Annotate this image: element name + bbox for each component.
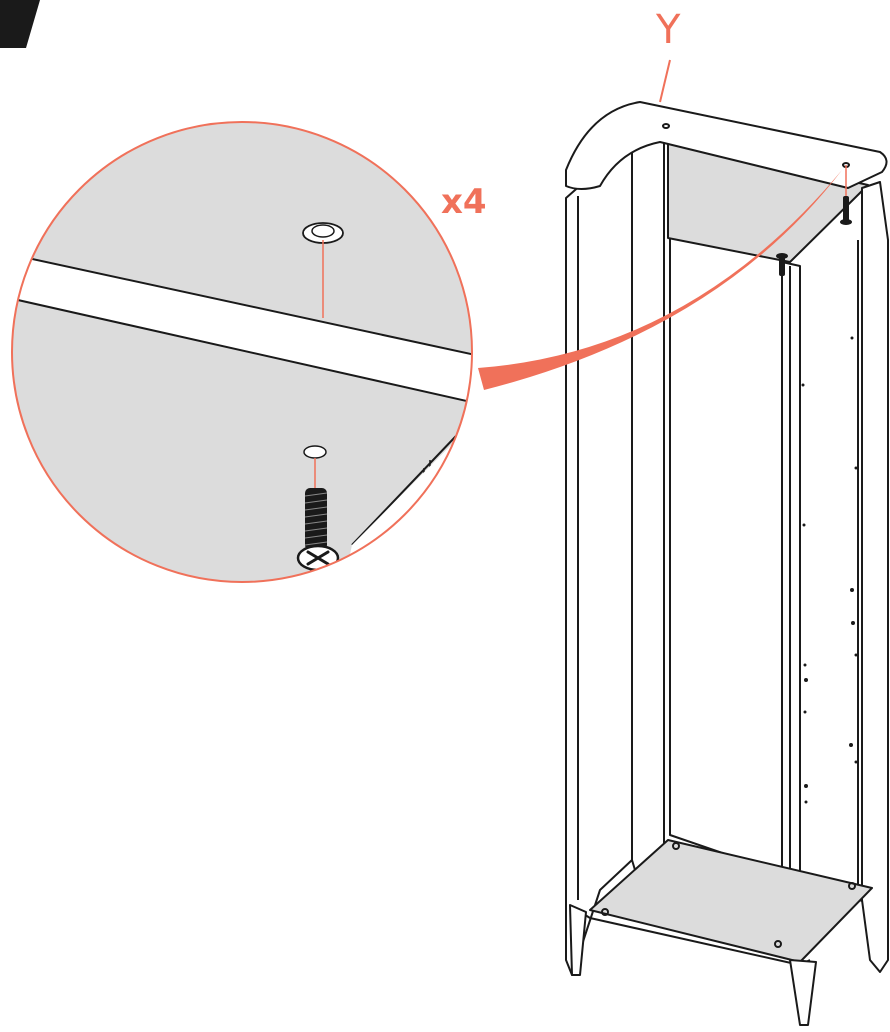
bottom-base [589, 839, 873, 963]
magnifier-connector [478, 170, 842, 390]
label-leader [659, 59, 671, 103]
screw-icon [840, 196, 852, 225]
leg-front [789, 959, 817, 1026]
screw-hole-icon [303, 445, 327, 459]
top-board-y [565, 101, 888, 190]
detail-view [12, 122, 472, 582]
front-post [631, 131, 665, 901]
left-side-panel [565, 139, 633, 976]
cabinet-frame [565, 101, 889, 1026]
corner-mark-icon [0, 0, 40, 48]
screw-icon [776, 253, 788, 276]
leg-left [569, 904, 587, 976]
quantity-label: x4 [441, 182, 487, 222]
screw-hole-icon [662, 123, 670, 129]
part-label-y: Y [656, 7, 681, 53]
detail-circle-outline [11, 121, 473, 583]
countersink-hole-icon [302, 222, 344, 244]
far-right-panel [861, 181, 889, 973]
